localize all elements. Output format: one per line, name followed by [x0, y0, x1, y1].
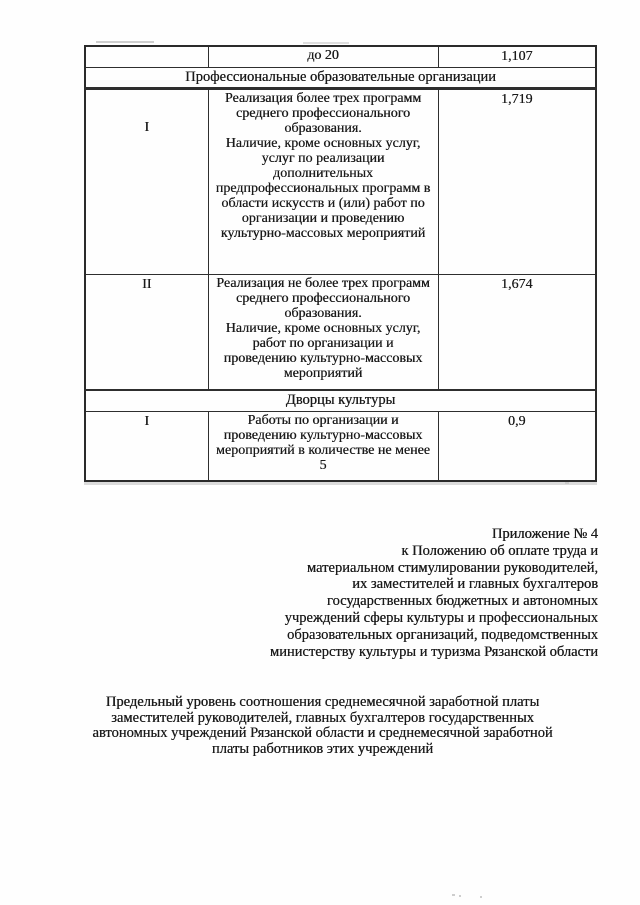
scan-artifact	[459, 895, 461, 897]
ratio-value-cell: 1,719	[437, 87, 597, 275]
scan-artifact	[480, 896, 482, 898]
criteria-cell: до 20	[207, 45, 439, 68]
group-number-cell: I	[84, 87, 209, 275]
appendix-reference: Приложение № 4 к Положению об оплате тру…	[269, 526, 598, 660]
section-header-cell: Профессиональные образовательные организ…	[84, 66, 597, 90]
table-section-row: Дворцы культуры	[84, 389, 597, 412]
scan-artifact	[96, 41, 154, 43]
table-row: I Работы по организации и проведению кул…	[84, 410, 597, 482]
table-section-row: Профессиональные образовательные организ…	[84, 66, 597, 90]
pay-ratio-table: до 20 1,107 Профессиональные образовател…	[84, 45, 597, 482]
table-row: II Реализация не более трех программ сре…	[84, 273, 597, 391]
group-number-cell	[84, 45, 209, 68]
ratio-value-cell: 0,9	[437, 410, 597, 482]
criteria-cell: Реализация не более трех программ средне…	[207, 273, 439, 391]
scan-artifact	[452, 894, 455, 896]
group-number-cell: II	[84, 273, 209, 391]
table-row: до 20 1,107	[84, 45, 597, 68]
group-number-cell: I	[84, 410, 209, 482]
scan-artifact	[303, 42, 349, 44]
document-title: Предельный уровень соотношения среднемес…	[92, 694, 553, 757]
criteria-cell: Реализация более трех программ среднего …	[207, 87, 439, 275]
ratio-value-cell: 1,674	[437, 273, 597, 391]
table-row: I Реализация более трех программ среднег…	[84, 87, 597, 275]
ratio-value-cell: 1,107	[437, 45, 597, 68]
section-header-cell: Дворцы культуры	[84, 389, 597, 412]
criteria-cell: Работы по организации и проведению культ…	[207, 410, 439, 482]
scan-artifact	[565, 482, 569, 484]
